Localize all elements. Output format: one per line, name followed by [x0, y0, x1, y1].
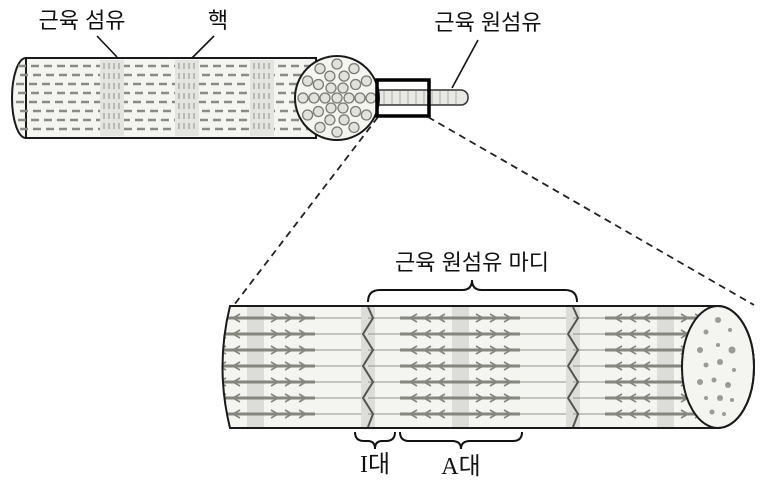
muscle-fiber-pointer-line [96, 35, 118, 58]
label-i-band: I대 [360, 451, 390, 478]
nucleus-band [100, 60, 124, 136]
i-band-brace [354, 431, 396, 450]
nucleus-band [175, 60, 199, 136]
nucleus-pointer-line [191, 35, 215, 59]
nucleus-band [250, 60, 274, 136]
label-muscle-fiber: 근육 섬유 [38, 8, 125, 33]
myofibril-pointer-line [451, 39, 479, 89]
zoom-dashed-line-right [427, 116, 755, 306]
label-nucleus: 핵 [208, 8, 228, 33]
myofibril-cylinder [221, 305, 755, 429]
sarcomere-brace [367, 279, 578, 303]
label-myofibril: 근육 원섬유 [434, 10, 541, 35]
cylinder-outline [221, 305, 755, 429]
zoom-dashed-line-left [233, 116, 379, 306]
muscle-fiber-illustration [11, 55, 469, 141]
fiber-cross-section [294, 55, 380, 141]
label-a-band: A대 [441, 453, 480, 480]
myofibril-rod [351, 89, 469, 106]
fiber-striations [16, 64, 330, 131]
a-band-brace [399, 431, 523, 450]
label-sarcomere: 근육 원섬유 마디 [395, 250, 549, 275]
zoom-box [375, 78, 431, 118]
